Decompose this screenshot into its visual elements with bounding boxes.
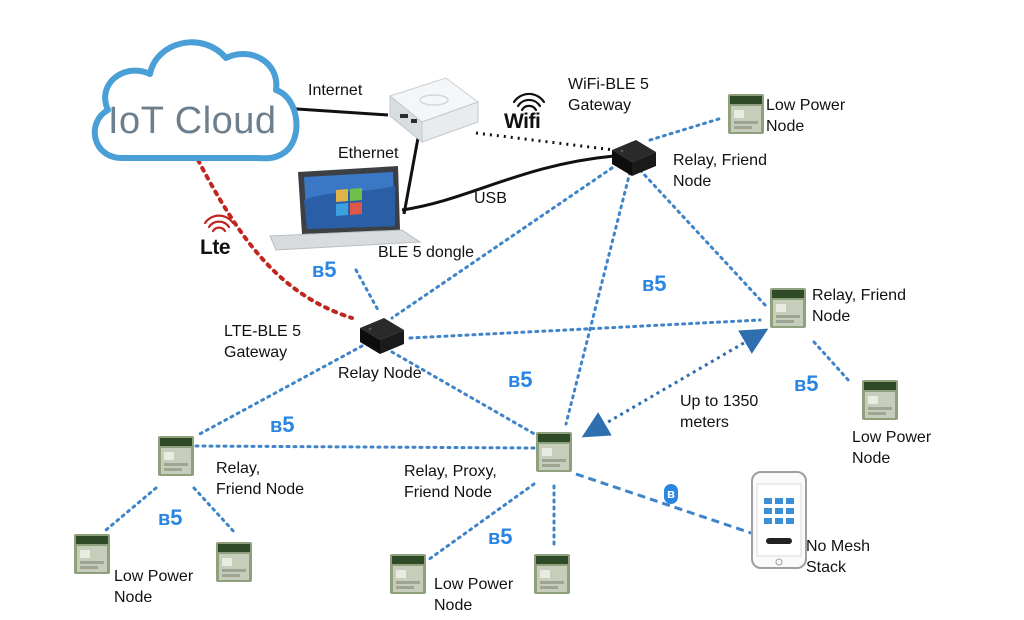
- usb-link: [401, 154, 615, 212]
- low-power-right-label: Low Power Node: [852, 429, 932, 467]
- wifi-gateway-label: WiFi-BLE 5 Gateway: [568, 76, 649, 114]
- ble-dongle-label: BLE 5 dongle: [378, 244, 475, 261]
- relay-friend-right-label: Relay, Friend Node: [812, 287, 906, 325]
- lte-brand-text: Lte: [200, 236, 231, 259]
- link-wifigw-relaynode: [390, 166, 614, 320]
- relay-friend-top-label: Relay, Friend Node: [673, 152, 767, 190]
- relay-node-label: Relay Node: [338, 365, 422, 382]
- range-label: Up to 1350 meters: [680, 393, 759, 431]
- module-lpn-right: [862, 380, 898, 420]
- usb-label: USB: [474, 190, 507, 207]
- router-device: [388, 77, 480, 144]
- bluetooth-icon: ʙ: [488, 527, 501, 549]
- link-relayright-lpn-right: [812, 340, 852, 384]
- cloud-shape: [91, 39, 300, 162]
- wifi-brand-text: Wifi: [504, 110, 541, 133]
- bluetooth-icon: ʙ: [794, 374, 807, 396]
- link-relayleft-lpn-a: [104, 486, 158, 532]
- bluetooth-icon: ʙ: [642, 274, 655, 296]
- module-lpn-bottom-b: [534, 554, 570, 594]
- no-mesh-label: No Mesh Stack: [806, 538, 871, 576]
- link-wifigw-lpn-top: [648, 116, 724, 142]
- link-relaynode-proxy: [390, 350, 540, 438]
- relay-proxy-friend-label: Relay, Proxy, Friend Node: [404, 463, 497, 501]
- internet-label: Internet: [308, 82, 363, 99]
- bluetooth5-badge-center: ʙ5: [642, 271, 667, 297]
- link-relaynode-relayright: [408, 318, 762, 340]
- lte-signal-icon: [203, 214, 235, 233]
- range-arrow: [581, 328, 769, 438]
- bluetooth-icon: ʙ: [508, 370, 521, 392]
- bluetooth5-badge-right: ʙ5: [794, 371, 819, 397]
- lte-link: [196, 158, 354, 320]
- link-proxy-lpn-a: [426, 482, 536, 562]
- link-wifigw-relayright: [638, 168, 768, 308]
- low-power-left-label: Low Power Node: [114, 568, 194, 606]
- wired-links: [281, 106, 615, 215]
- bluetooth5-badge-mid: ʙ5: [508, 367, 533, 393]
- link-wifigw-proxy: [564, 170, 632, 426]
- relay-node-device: [360, 318, 404, 354]
- bluetooth5-badge-dongle: ʙ5: [312, 257, 337, 283]
- module-lpn-left-b: [216, 542, 252, 582]
- wifi-link: [475, 131, 615, 152]
- bluetooth-icon: ʙ: [270, 415, 283, 437]
- module-proxy: [536, 432, 572, 472]
- link-relayleft-proxy: [194, 444, 536, 450]
- laptop-device: [269, 166, 422, 251]
- module-relay-right: [770, 288, 806, 328]
- low-power-bottom-label: Low Power Node: [434, 576, 514, 614]
- relay-friend-left-label: Relay, Friend Node: [216, 460, 305, 498]
- bluetooth5-badge-bottom: ʙ5: [488, 524, 513, 550]
- ethernet-link: [402, 137, 420, 215]
- lte-gateway-label: LTE-BLE 5 Gateway: [224, 323, 302, 361]
- module-lpn-left-a: [74, 534, 110, 574]
- module-relay-left: [158, 436, 194, 476]
- cloud-title: IoT Cloud: [108, 100, 277, 142]
- smartphone-device: [751, 471, 807, 569]
- bluetooth-icon: ʙ: [158, 508, 171, 530]
- link-relayleft-lpn-b: [192, 486, 238, 536]
- bluetooth-icon-phone-link: ʙ: [664, 484, 678, 504]
- ethernet-label: Ethernet: [338, 145, 399, 162]
- module-lpn-bottom-a: [390, 554, 426, 594]
- link-proxy-phone: [575, 472, 755, 536]
- wifi-signal-icon: [512, 92, 546, 112]
- internet-link: [281, 106, 389, 117]
- bluetooth5-badge-lower-left: ʙ5: [158, 505, 183, 531]
- module-lpn-top: [728, 94, 764, 134]
- wifi-gateway-device: [612, 140, 656, 176]
- low-power-top-label: Low Power Node: [766, 97, 846, 135]
- bluetooth5-badge-left: ʙ5: [270, 412, 295, 438]
- bluetooth-icon: ʙ: [312, 260, 325, 282]
- link-dongle-relaynode: [354, 268, 380, 312]
- link-relaynode-relayleft: [194, 344, 364, 438]
